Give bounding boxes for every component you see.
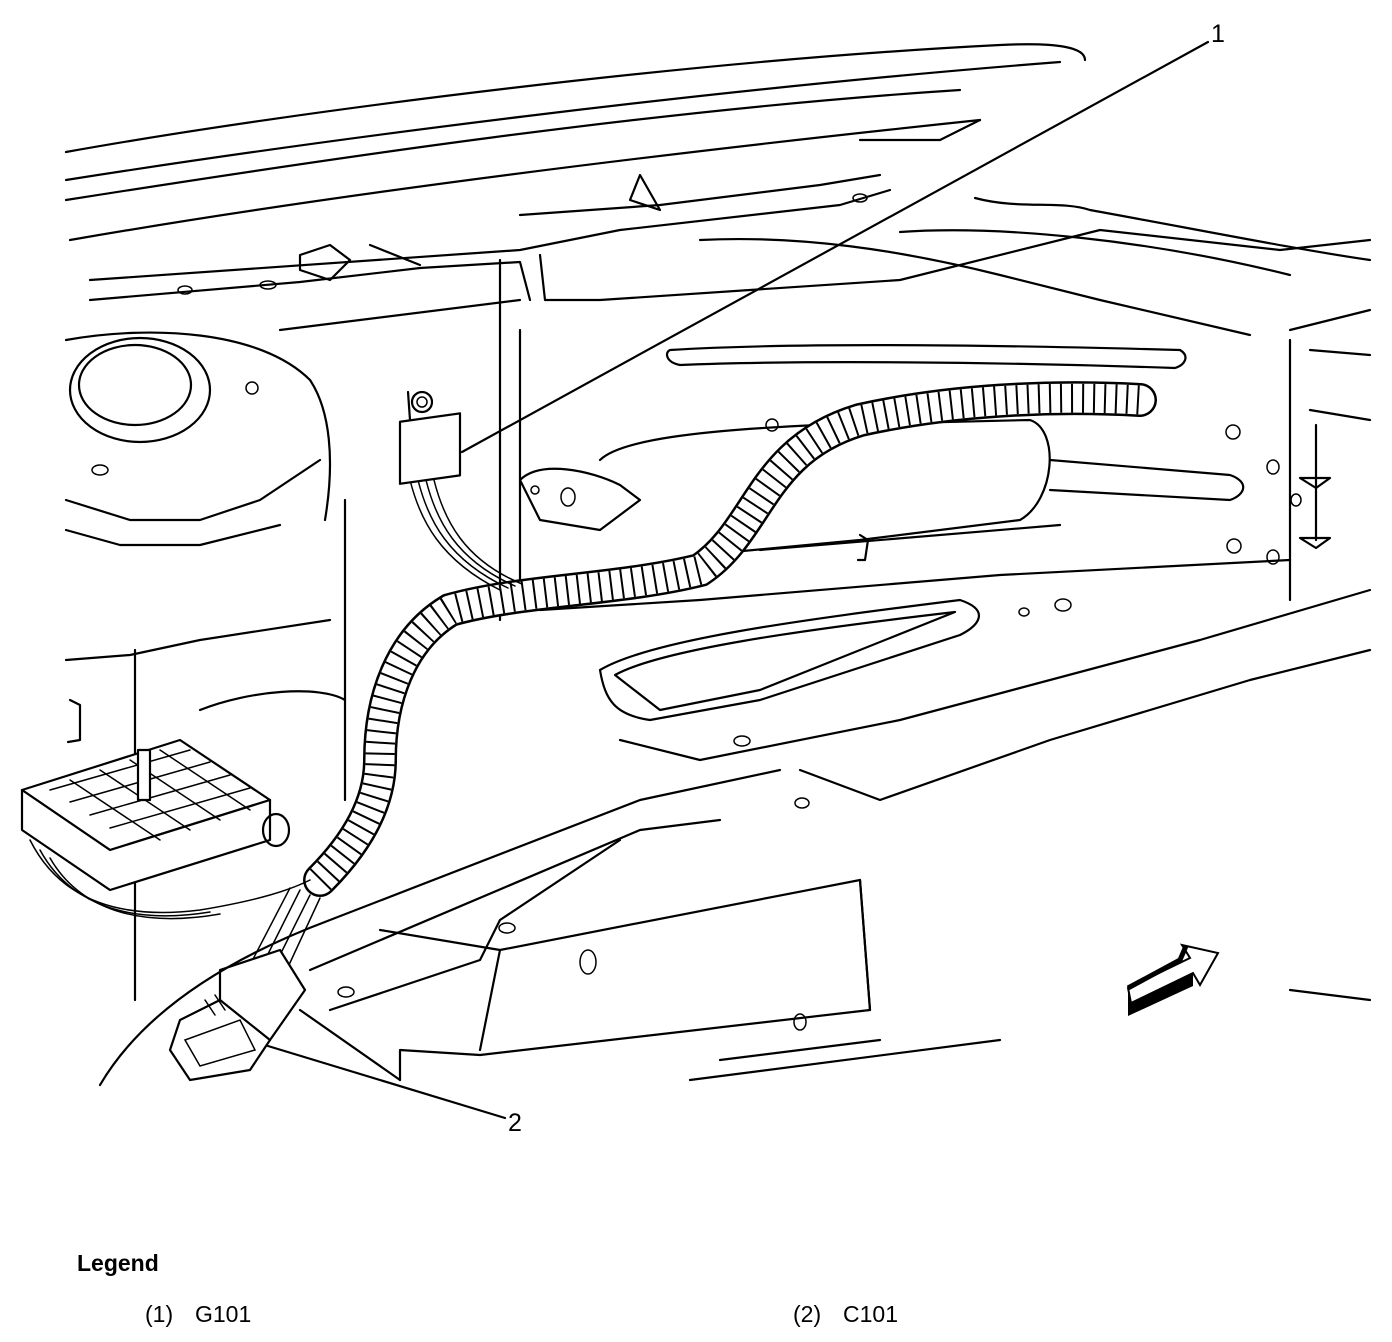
legend-item-1-number: (1) <box>145 1301 174 1327</box>
hood-rail <box>64 43 1087 282</box>
legend-item-2: (2) C101 <box>793 1301 898 1328</box>
wiring-harness <box>303 381 1157 897</box>
legend-item-1-text: G101 <box>195 1301 252 1327</box>
callout-1-leader <box>460 40 1210 454</box>
legend-title: Legend <box>77 1250 159 1276</box>
strut-tower <box>64 331 347 1002</box>
fender-apron <box>518 308 1372 809</box>
engine-compartment-illustration <box>20 40 1372 1120</box>
view-direction-arrow-icon <box>1126 943 1220 1016</box>
c101-connector <box>168 887 321 1082</box>
callout-1-label: 1 <box>1211 20 1225 48</box>
legend-item-2-text: C101 <box>843 1301 898 1327</box>
callout-2-label: 2 <box>508 1109 522 1137</box>
legend-item-1: (1) G101 <box>145 1301 251 1328</box>
fuse-relay-block <box>20 738 311 920</box>
radiator-support <box>88 196 1372 622</box>
callout-2-leader <box>266 1044 507 1120</box>
legend-item-2-number: (2) <box>793 1301 822 1327</box>
g101-ground-terminal <box>398 390 462 485</box>
frame-rail <box>98 768 1372 1087</box>
